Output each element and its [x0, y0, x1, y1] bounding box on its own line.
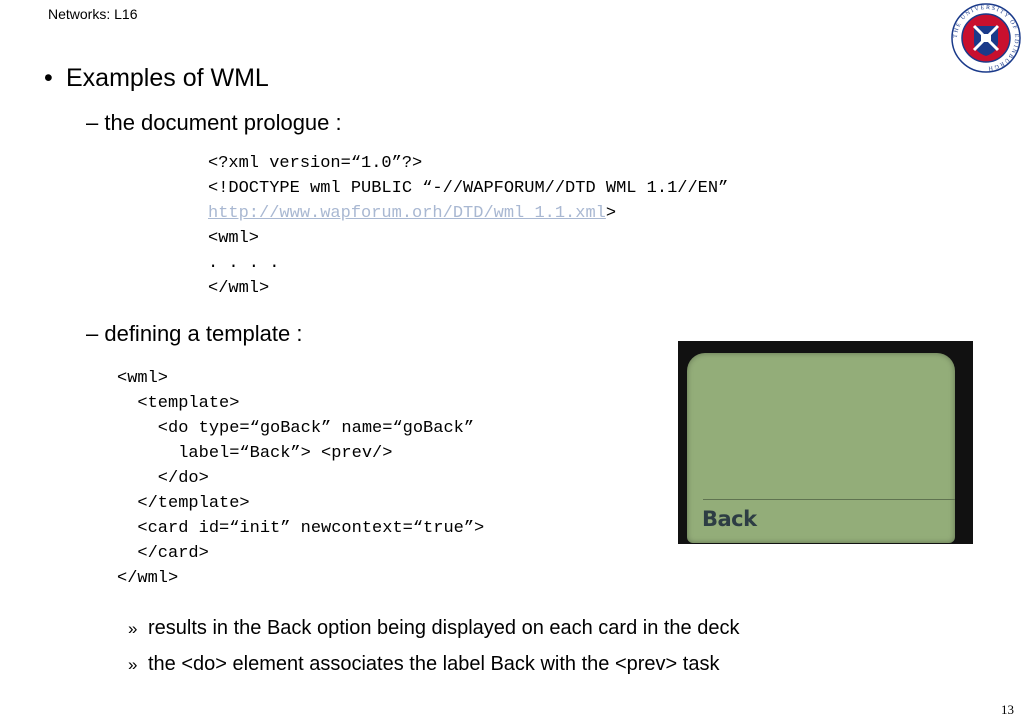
slide-title: Examples of WML — [66, 64, 269, 92]
code-line: <wml> — [117, 369, 169, 388]
main-bullet: • Examples of WML — [44, 64, 269, 93]
bullet-dot: • — [44, 64, 53, 92]
code-line: <wml> — [208, 229, 260, 248]
subheading-template: – defining a template : — [86, 321, 303, 346]
code-line: label=“Back”> <prev/> — [117, 444, 393, 463]
code-line: </wml> — [208, 279, 270, 298]
result-text: the <do> element associates the label Ba… — [148, 653, 720, 675]
result-mark: » — [128, 655, 138, 674]
softkey-divider — [703, 499, 955, 500]
university-crest-logo: THE UNIVERSITY OF EDINBURGH — [950, 2, 1022, 74]
code-line-link: http://www.wapforum.orh/DTD/wml_1.1.xml> — [208, 201, 728, 226]
dtd-link[interactable]: http://www.wapforum.orh/DTD/wml_1.1.xml — [208, 204, 606, 223]
result-mark: » — [128, 619, 138, 638]
page-number: 13 — [1001, 702, 1014, 717]
code-line: <do type=“goBack” name=“goBack” — [117, 419, 475, 438]
template-code-block: <wml> <template> <do type=“goBack” name=… — [117, 366, 484, 591]
code-line: </template> — [117, 494, 250, 513]
code-line: </do> — [117, 469, 209, 488]
code-line: <?xml version=“1.0”?> — [208, 154, 423, 173]
result-text: results in the Back option being display… — [148, 617, 740, 639]
code-line: . . . . — [208, 254, 280, 273]
back-softkey-label: Back — [702, 507, 757, 531]
code-line: <!DOCTYPE wml PUBLIC “-//WAPFORUM//DTD W… — [208, 179, 729, 198]
subheading-prologue: – the document prologue : — [86, 110, 342, 135]
result-item: » the <do> element associates the label B… — [128, 653, 719, 676]
phone-screen-image: Back — [678, 341, 973, 544]
code-line: <card id=“init” newcontext=“true”> — [117, 519, 485, 538]
prologue-code-block: <?xml version=“1.0”?> <!DOCTYPE wml PUBLI… — [208, 151, 728, 301]
code-line: </card> — [117, 544, 209, 563]
result-item: » results in the Back option being displa… — [128, 617, 739, 640]
code-line: <template> — [117, 394, 240, 413]
code-line: </wml> — [117, 569, 179, 588]
phone-display: Back — [687, 353, 955, 543]
course-header: Networks: L16 — [48, 6, 138, 22]
link-suffix: > — [605, 204, 617, 223]
